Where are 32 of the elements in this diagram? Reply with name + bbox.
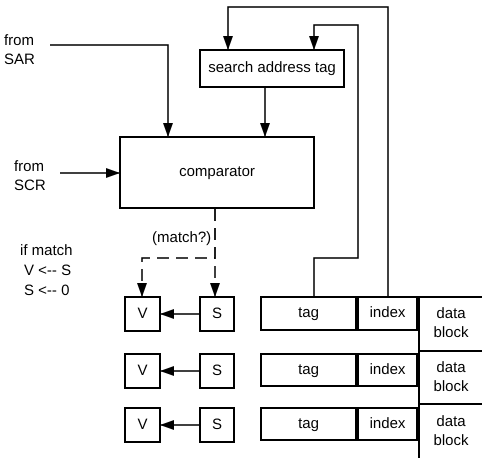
arrow (50, 44, 173, 137)
arrow (260, 88, 270, 137)
register-box: comparator (119, 136, 315, 209)
register-box: tag (260, 296, 357, 331)
register-box: data block (418, 350, 482, 403)
input-label: from SAR (4, 32, 50, 68)
note-text: S <-- 0 (24, 282, 70, 301)
register-box: index (357, 353, 418, 387)
register-box: search address tag (199, 49, 345, 88)
register-box: S (199, 353, 235, 389)
arrow (160, 420, 199, 430)
arrow (160, 309, 199, 319)
register-box: data block (418, 296, 482, 350)
register-box: tag (260, 407, 357, 441)
register-box: index (357, 407, 418, 441)
arrow (223, 6, 389, 296)
arrow (309, 24, 359, 296)
input-label: from SCR (14, 158, 60, 194)
register-box: V (124, 296, 161, 332)
register-box: S (199, 296, 235, 332)
register-box: S (199, 407, 235, 443)
register-box: data block (418, 403, 482, 458)
arrow (60, 168, 120, 178)
register-box: tag (260, 353, 357, 387)
arrow (210, 209, 220, 297)
edge-label: (match?) (152, 229, 212, 248)
note-text: if match (20, 242, 73, 261)
register-box: index (357, 296, 418, 331)
register-box: V (124, 353, 161, 389)
register-box: V (124, 407, 161, 443)
arrow (160, 366, 199, 376)
note-text: V <-- S (24, 262, 72, 281)
